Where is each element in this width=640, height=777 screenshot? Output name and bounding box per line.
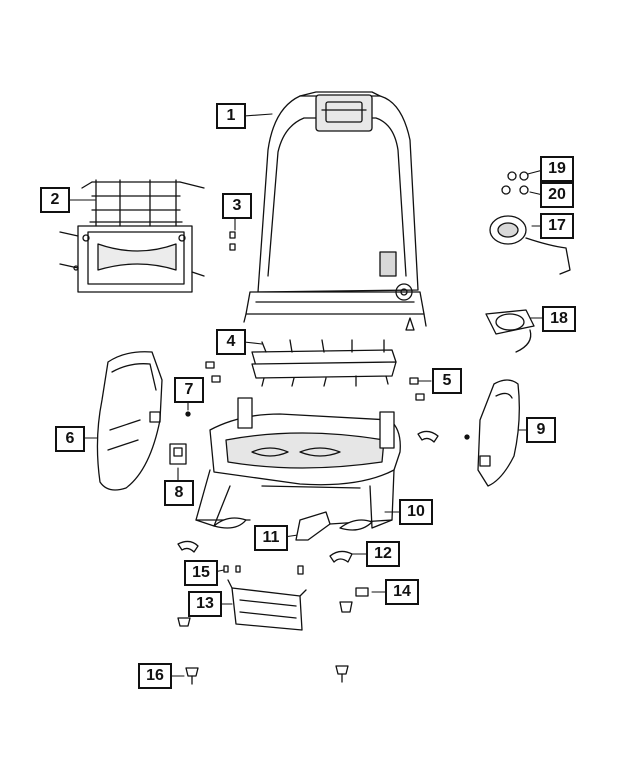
callout-11: 11	[254, 525, 288, 551]
callout-16: 16	[138, 663, 172, 689]
fastener-group-3	[229, 231, 236, 251]
seatback-frame	[243, 91, 427, 331]
clip-right-upper	[417, 430, 439, 443]
callout-9: 9	[526, 417, 556, 443]
seat-cushion-frame	[195, 397, 401, 531]
fastener-group-14	[339, 587, 369, 613]
bracket-part-11	[295, 511, 331, 541]
fastener-group-16	[177, 617, 349, 685]
clip-part-12	[329, 550, 353, 563]
pin-right	[464, 434, 470, 440]
fastener-group-15	[223, 565, 304, 575]
callout-20: 20	[540, 182, 574, 208]
fastener-group-19-20	[501, 171, 529, 195]
callout-6: 6	[55, 426, 85, 452]
callout-18: 18	[542, 306, 576, 332]
callout-1: 1	[216, 103, 246, 129]
bracket-part-8	[169, 443, 187, 465]
callout-5: 5	[432, 368, 462, 394]
callout-14: 14	[385, 579, 419, 605]
callout-3: 3	[222, 193, 252, 219]
callout-17: 17	[540, 213, 574, 239]
lower-tray-part-13	[227, 579, 307, 631]
bolt-group-5	[205, 361, 425, 401]
left-side-shield	[96, 351, 163, 491]
callout-2: 2	[40, 187, 70, 213]
module-part-18	[485, 309, 535, 353]
callout-7: 7	[174, 377, 204, 403]
right-side-shield	[477, 379, 520, 487]
callout-4: 4	[216, 329, 246, 355]
callout-15: 15	[184, 560, 218, 586]
callout-12: 12	[366, 541, 400, 567]
callout-19: 19	[540, 156, 574, 182]
clip-left	[177, 540, 199, 553]
suspension-mat	[59, 179, 205, 293]
pin-part-7	[185, 411, 191, 417]
callout-13: 13	[188, 591, 222, 617]
lumbar-wire-grid	[251, 339, 397, 387]
callout-10: 10	[399, 499, 433, 525]
callout-8: 8	[164, 480, 194, 506]
motor-part-17	[489, 215, 571, 275]
